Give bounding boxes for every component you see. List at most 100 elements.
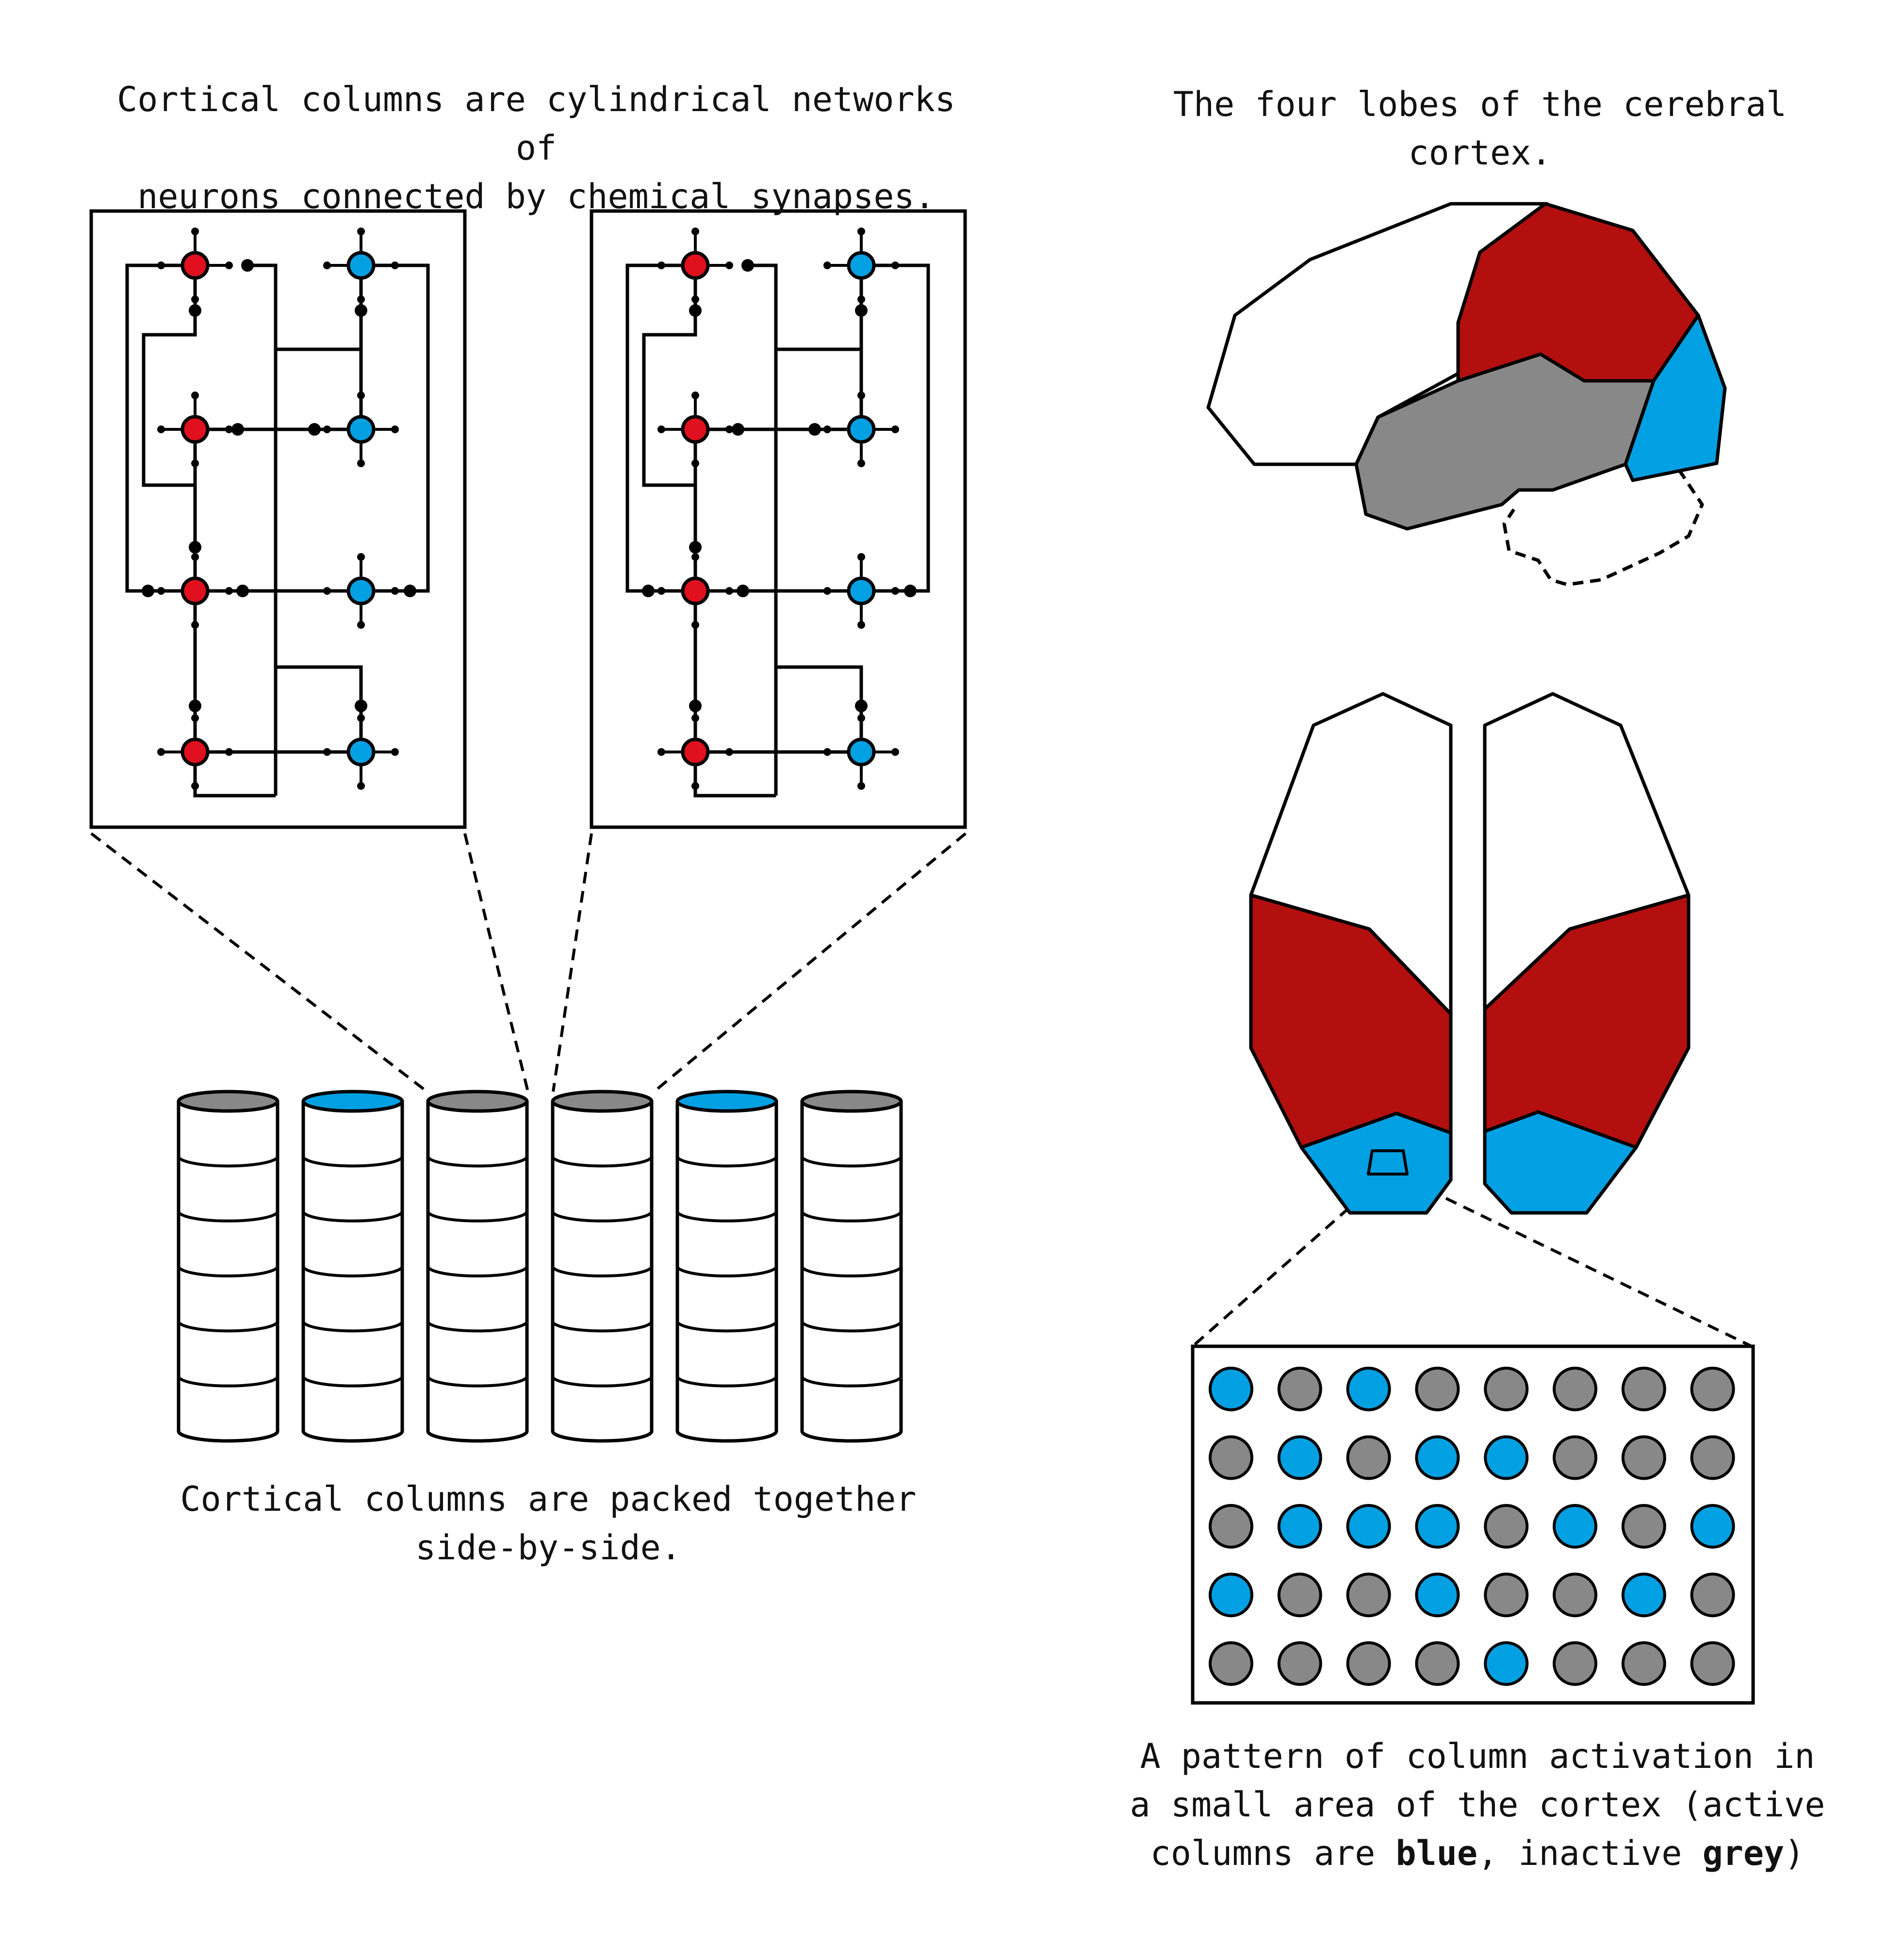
neuron-terminal-dot <box>857 782 865 790</box>
zoom-line-brain-right <box>1445 1197 1753 1348</box>
cylinder-segment-line <box>427 1376 528 1388</box>
caption-bold-blue: blue <box>1395 1833 1477 1873</box>
cylinder-segment-line <box>302 1266 404 1277</box>
cylinder-segment-line <box>676 1211 778 1223</box>
synapse-junction <box>236 585 249 597</box>
active-column-dot <box>1209 1572 1253 1617</box>
cylinder-segment-line <box>551 1156 653 1168</box>
cylinder-segment-line <box>551 1321 653 1333</box>
inactive-column-dot <box>1346 1641 1391 1686</box>
blue-neuron <box>346 576 376 605</box>
neuron-terminal-dot <box>891 425 899 433</box>
inactive-column-dot <box>1621 1367 1666 1411</box>
neuron-terminal-dot <box>225 261 233 269</box>
synapse-junction <box>689 541 702 554</box>
neuron-terminal-dot <box>323 261 331 269</box>
neuron-terminal-dot <box>357 714 365 722</box>
neuron-terminal-dot <box>225 425 233 433</box>
caption-activation-pattern-line-3: columns are blue, inactive grey) <box>1116 1829 1839 1878</box>
active-column-dot <box>1484 1641 1529 1686</box>
brain-top-view <box>1249 692 1691 1215</box>
inactive-column-dot <box>1553 1367 1597 1411</box>
neuron-terminal-dot <box>191 714 199 722</box>
inactive-column-dot <box>1484 1572 1529 1617</box>
cylinder-body <box>301 1101 404 1443</box>
active-column-dot <box>1553 1504 1597 1549</box>
inactive-column-dot <box>1690 1572 1735 1617</box>
synapse-junction <box>231 423 244 436</box>
active-column-dot <box>1277 1504 1322 1549</box>
cylinder-segment-line <box>302 1376 404 1388</box>
neuron-terminal-dot <box>857 459 865 467</box>
cylinder-segment-line <box>177 1321 279 1333</box>
caption-activation-pattern-line-2: a small area of the cortex (active <box>1130 1785 1825 1825</box>
neuron-terminal-dot <box>391 587 399 595</box>
cylinder-top-inactive <box>426 1090 529 1113</box>
neuron-terminal-dot <box>857 621 865 629</box>
cylinder-segment-line <box>801 1321 903 1333</box>
left-hemisphere-occipital <box>1299 1111 1453 1215</box>
cylinder-segment-line <box>302 1211 404 1223</box>
active-column-dot <box>1484 1435 1529 1480</box>
synapse-junction <box>189 304 201 317</box>
neuron-terminal-dot <box>191 295 199 303</box>
synapse-junction <box>855 700 868 712</box>
cylinder-segment-line <box>801 1211 903 1223</box>
circuit-panel-frame <box>89 209 467 829</box>
neuron-terminal-dot <box>357 621 365 629</box>
cylinder-segment-line <box>676 1156 778 1168</box>
synapse-junction <box>737 585 749 597</box>
synapse-junction <box>741 259 754 272</box>
synapse-junction <box>855 304 868 317</box>
cylinder-segment-line <box>177 1156 279 1168</box>
neuron-terminal-dot <box>191 621 199 629</box>
cylinder-top-active <box>301 1090 404 1113</box>
cylinder-segment-line <box>427 1211 528 1223</box>
red-neuron <box>181 737 210 767</box>
inactive-column-dot <box>1553 1435 1597 1480</box>
caption-text: ) <box>1784 1833 1805 1873</box>
neuron-terminal-dot <box>725 425 733 433</box>
caption-cortical-columns-line-1: Cortical columns are cylindrical network… <box>117 80 955 168</box>
cylinder-body <box>551 1101 654 1443</box>
neuron-terminal-dot <box>357 295 365 303</box>
cylinder-segment-line <box>551 1376 653 1388</box>
neuron-terminal-dot <box>191 228 199 235</box>
active-column-dot <box>1415 1504 1460 1549</box>
inactive-column-dot <box>1690 1367 1735 1411</box>
inactive-column-dot <box>1553 1572 1597 1617</box>
circuit-panel-frame <box>590 209 967 829</box>
brain-side-view <box>1206 202 1727 587</box>
synapse-junction <box>308 423 321 436</box>
inactive-column-dot <box>1415 1367 1460 1411</box>
neuron-terminal-dot <box>823 587 831 595</box>
active-column-dot <box>1690 1504 1735 1549</box>
neuron-terminal-dot <box>323 425 331 433</box>
neuron-terminal-dot <box>691 228 699 235</box>
cylinder-segment-line <box>676 1321 778 1333</box>
neuron-terminal-dot <box>725 261 733 269</box>
synapse-junction <box>642 585 655 597</box>
caption-text: , inactive <box>1477 1833 1703 1873</box>
neuron-terminal-dot <box>691 621 699 629</box>
inactive-column-dot <box>1690 1435 1735 1480</box>
cerebellum-outline <box>1502 469 1704 587</box>
neuron-terminal-dot <box>357 228 365 235</box>
neuron-terminal-dot <box>157 587 165 595</box>
neuron-terminal-dot <box>891 587 899 595</box>
neuron-circuit-panel-left <box>89 209 467 829</box>
neuron-terminal-dot <box>191 782 199 790</box>
neuron-terminal-dot <box>823 261 831 269</box>
inactive-column-dot <box>1484 1367 1529 1411</box>
neuron-terminal-dot <box>857 553 865 561</box>
neuron-terminal-dot <box>691 714 699 722</box>
blue-neuron <box>847 415 876 444</box>
caption-activation-pattern-line-1: A pattern of column activation in <box>1140 1736 1815 1776</box>
cylinder-segment-line <box>551 1266 653 1277</box>
synapse-junction <box>404 585 416 597</box>
caption-four-lobes: The four lobes of the cerebral cortex. <box>1116 80 1844 177</box>
neuron-terminal-dot <box>691 782 699 790</box>
cylinder-segment-line <box>302 1156 404 1168</box>
neuron-terminal-dot <box>323 587 331 595</box>
